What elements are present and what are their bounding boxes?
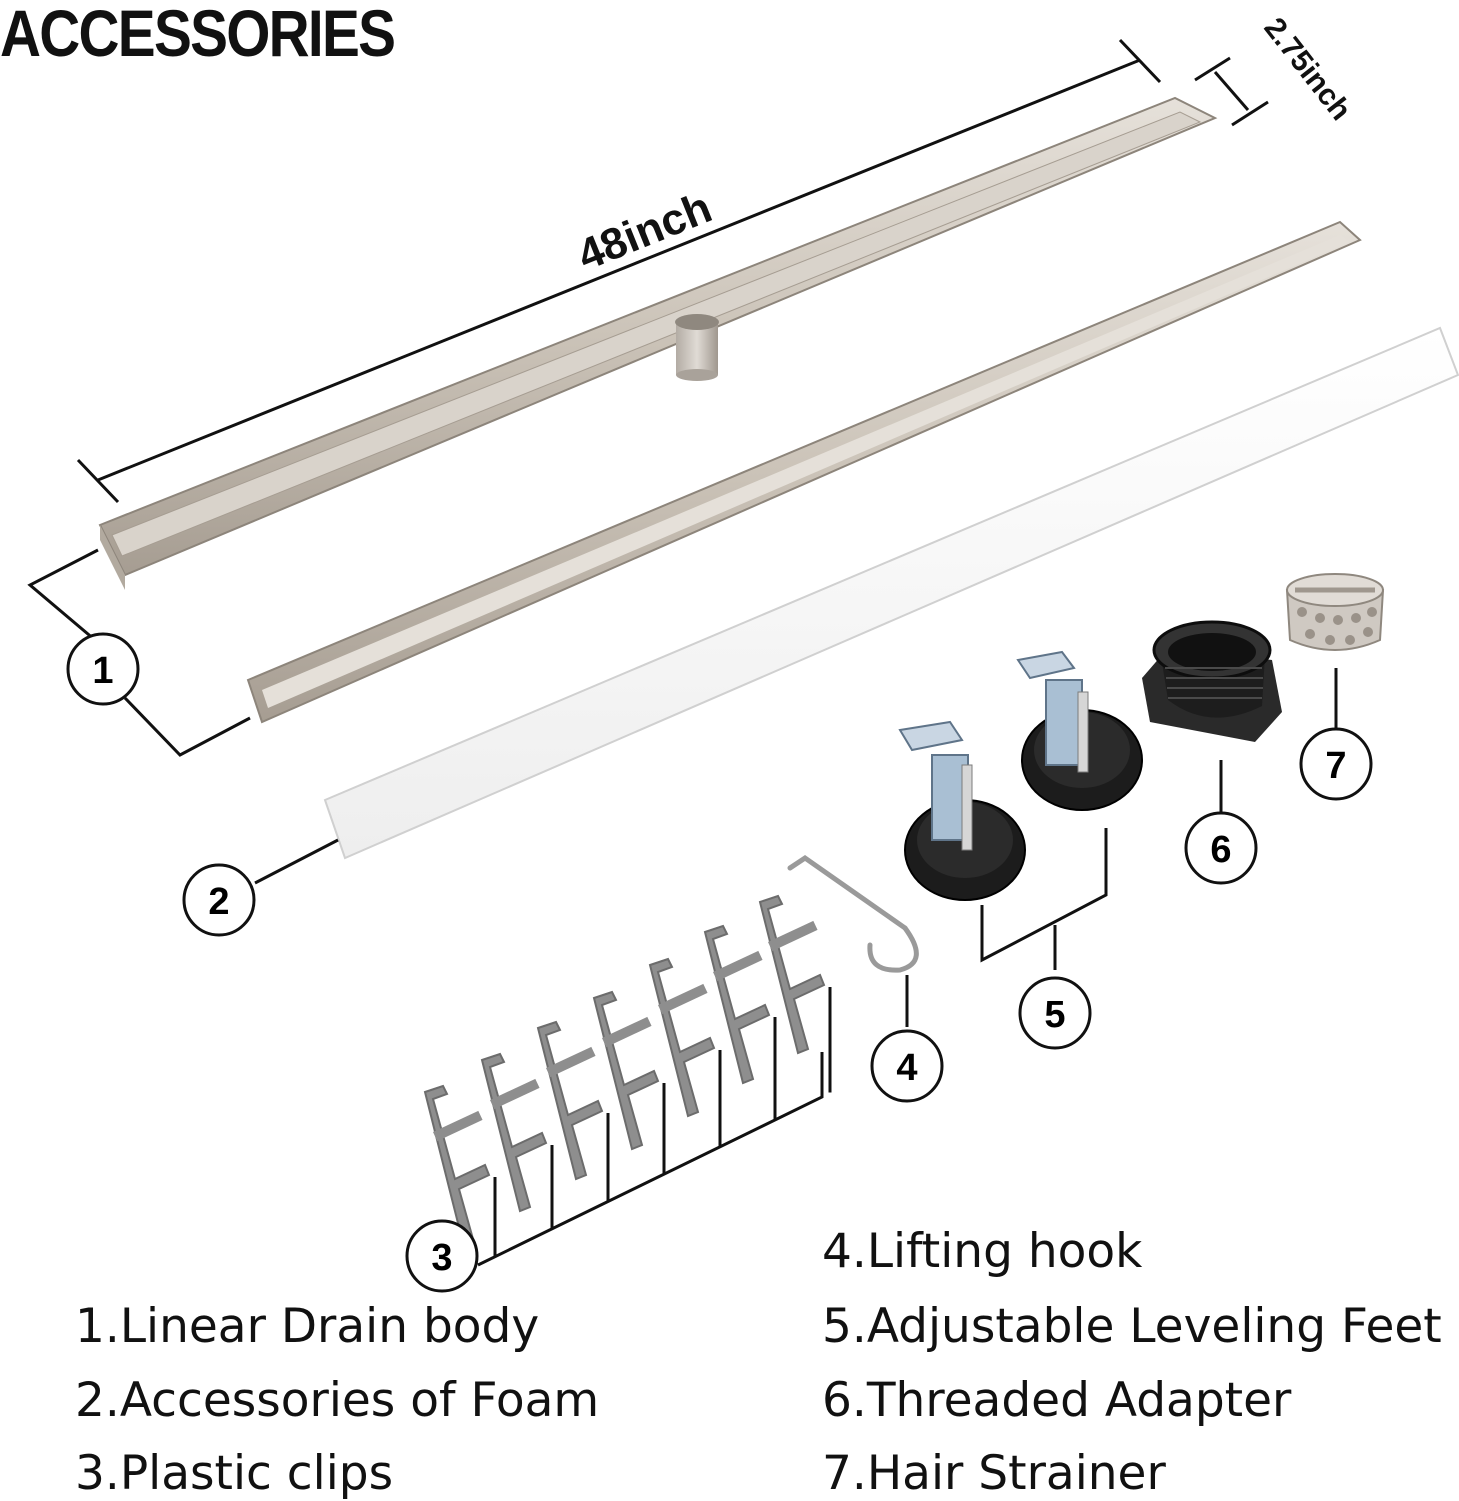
width-label: 2.75inch (1258, 12, 1358, 127)
callout-2-leader (254, 838, 339, 885)
foam-strip (323, 326, 1459, 860)
callout-7: 7 (1299, 727, 1373, 801)
lifting-hook (787, 854, 919, 973)
plastic-clips (423, 894, 826, 1245)
hair-strainer (1285, 573, 1385, 651)
callout-1-leader (27, 548, 251, 757)
leveling-foot-b (1016, 650, 1143, 811)
callout-7-label: 7 (1325, 745, 1346, 787)
plastic-clip (423, 1084, 491, 1245)
callout-1-label: 1 (92, 650, 113, 692)
legend-item-7: 7.Hair Strainer (822, 1446, 1166, 1501)
callout-2-label: 2 (208, 881, 229, 923)
plastic-clip (758, 894, 826, 1055)
callout-4-label: 4 (896, 1047, 917, 1089)
drain-body-channel (98, 96, 1218, 590)
length-dimension (76, 38, 1162, 504)
drain-body-grate (246, 220, 1362, 724)
legend-item-1: 1.Linear Drain body (75, 1299, 540, 1354)
callout-5-label: 5 (1044, 994, 1065, 1036)
legend-item-5: 5.Adjustable Leveling Feet (822, 1299, 1442, 1354)
legend-item-4: 4.Lifting hook (822, 1224, 1143, 1279)
plastic-clip (648, 957, 716, 1118)
legend-item-2: 2.Accessories of Foam (75, 1373, 600, 1428)
callout-6-label: 6 (1210, 829, 1231, 871)
callout-2: 2 (182, 863, 256, 937)
plastic-clip (592, 990, 660, 1151)
length-label: 48inch (571, 183, 719, 281)
leveling-foot-a (898, 720, 1026, 901)
plastic-clip (536, 1020, 604, 1181)
plastic-clip (703, 924, 771, 1085)
plastic-clip (480, 1052, 548, 1213)
clip-leader-stems (493, 987, 832, 1257)
callout-3-label: 3 (431, 1237, 452, 1279)
legend-item-6: 6.Threaded Adapter (822, 1373, 1292, 1428)
callout-1: 1 (66, 632, 140, 706)
callout-3-leader (477, 1052, 824, 1267)
threaded-adapter (1142, 620, 1282, 742)
callout-5-leader (980, 828, 1108, 963)
callout-5: 5 (1018, 976, 1092, 1050)
callout-3: 3 (405, 1219, 479, 1293)
legend-item-3: 3.Plastic clips (75, 1446, 394, 1501)
width-dimension (1194, 56, 1269, 127)
callout-4: 4 (870, 1029, 944, 1103)
callout-6: 6 (1184, 811, 1258, 885)
page-title: ACCESSORIES (0, 0, 396, 70)
